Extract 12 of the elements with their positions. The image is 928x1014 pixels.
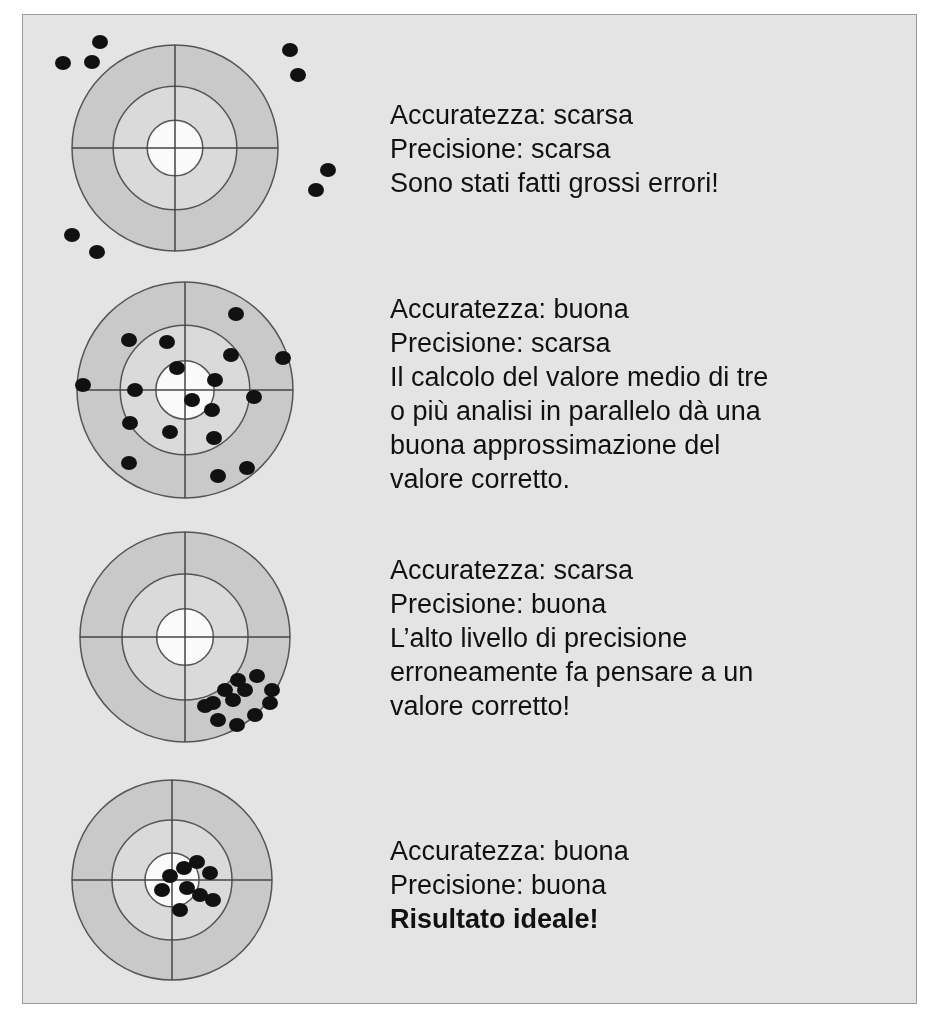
accuracy-text: Accuratezza: buona	[390, 293, 630, 326]
precision-text: Precisione: scarsa	[390, 327, 612, 360]
accuracy-text: Accuratezza: buona	[390, 835, 630, 868]
comment-text: L’alto livello di precisione erroneamente fa pensare a un valore corretto!	[390, 622, 755, 723]
accuracy-text: Accuratezza: scarsa	[390, 554, 635, 587]
precision-text: Precisione: buona	[390, 588, 608, 621]
accuracy-text: Accuratezza: scarsa	[390, 99, 635, 132]
precision-text: Precisione: scarsa	[390, 133, 612, 166]
comment-text: Risultato ideale!	[390, 903, 600, 936]
comment-text: Il calcolo del valore medio di tre o più analisi in parallelo dà una buona approssimazione del valore corretto.	[390, 361, 770, 496]
precision-text: Precisione: buona	[390, 869, 608, 902]
comment-text: Sono stati fatti grossi errori!	[390, 167, 720, 200]
